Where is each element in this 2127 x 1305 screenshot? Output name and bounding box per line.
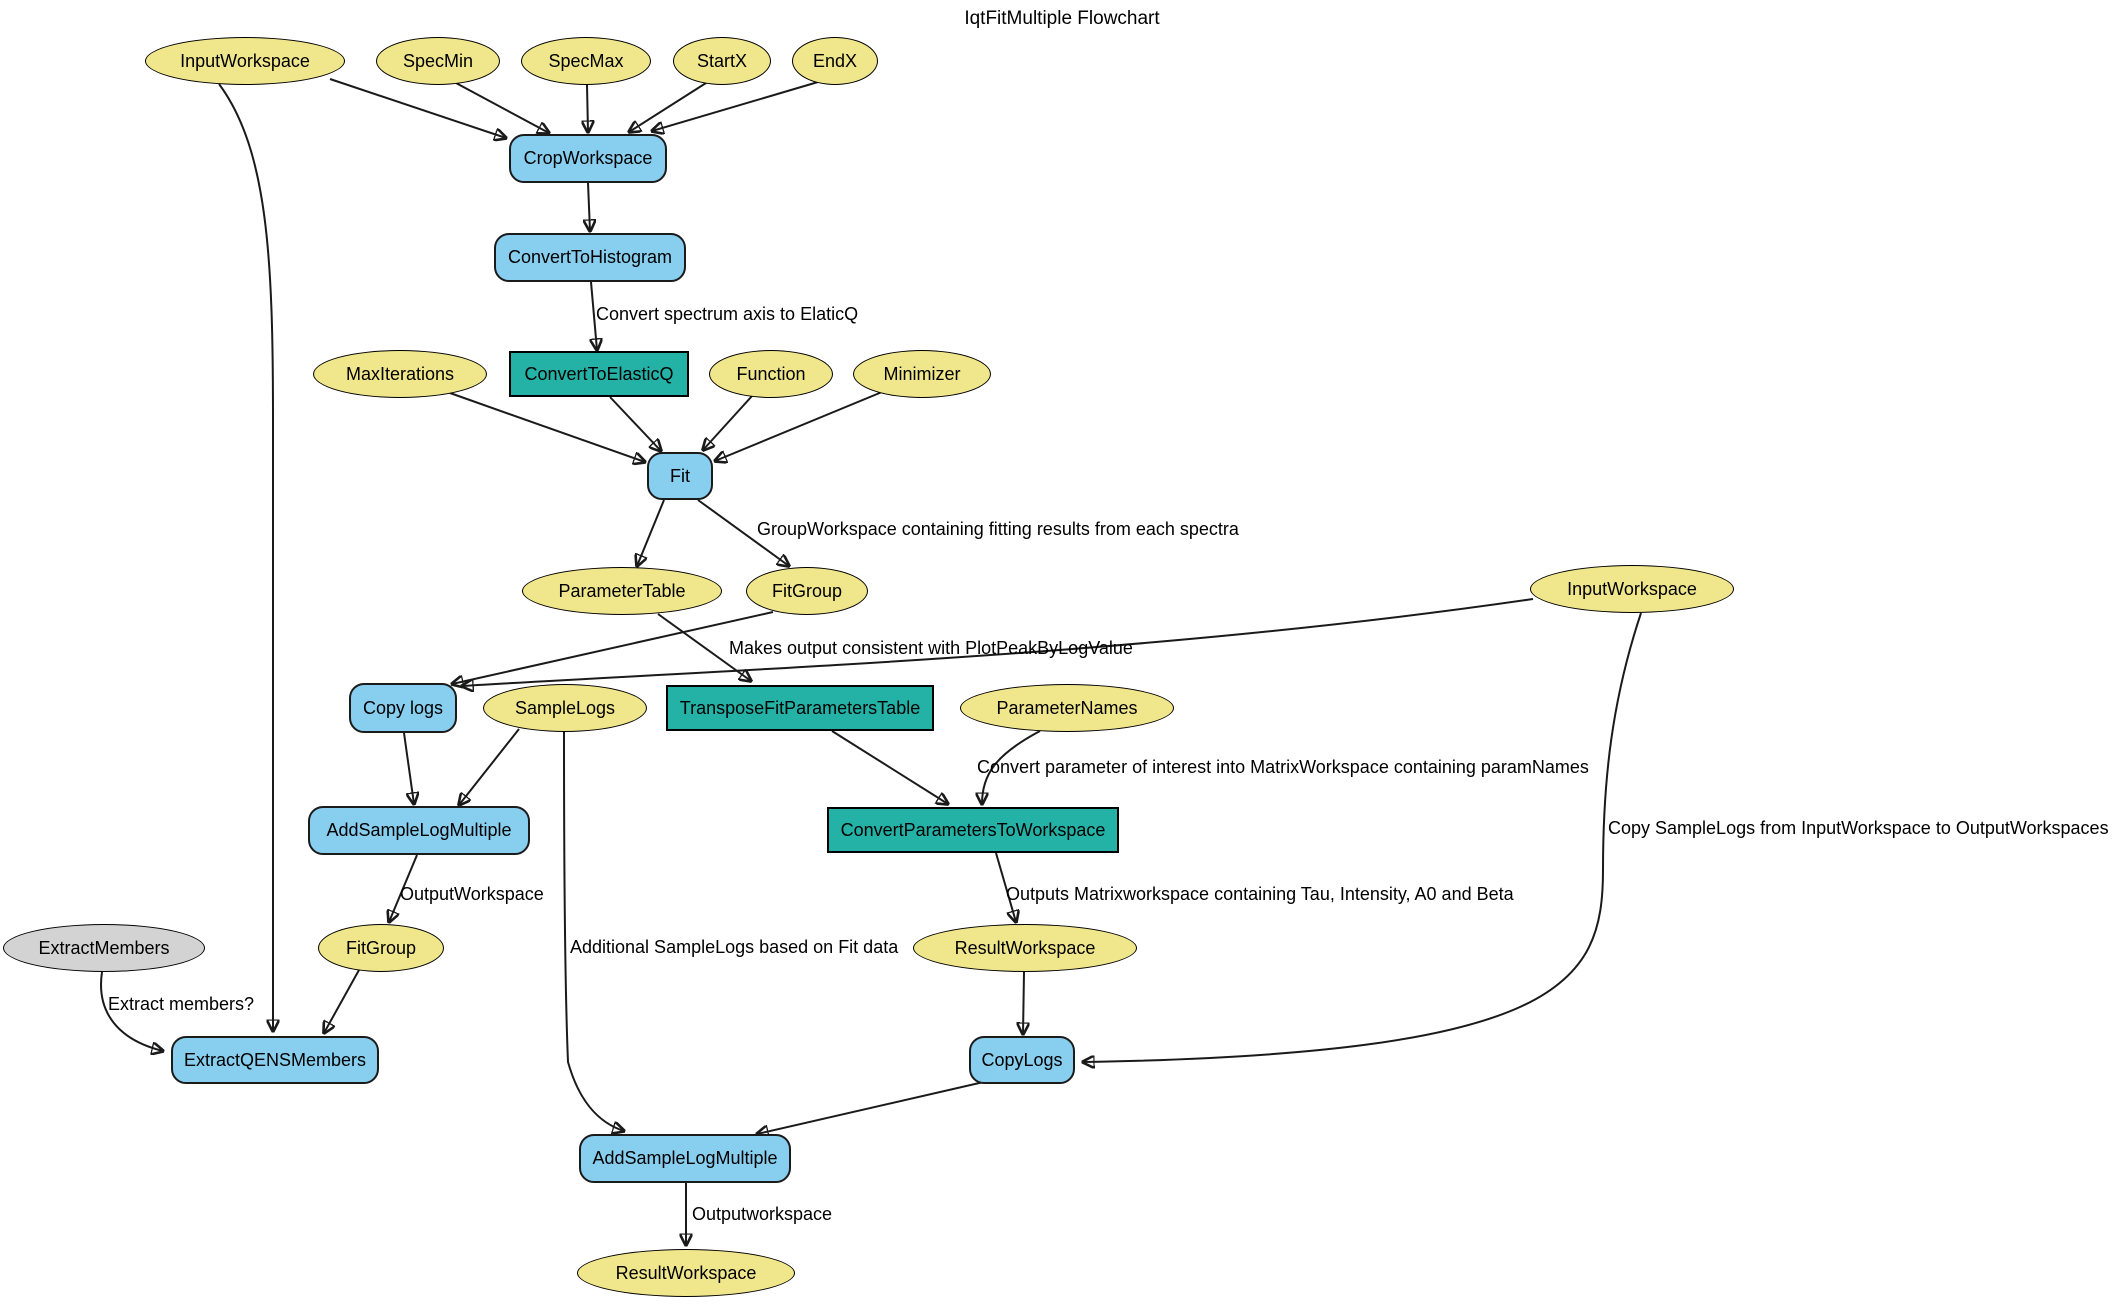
edge-label-extractmembers-to-extractqensmembers: Extract members? xyxy=(108,994,255,1014)
edge-inputworkspace-top-to-extractqensmembers xyxy=(218,83,273,1031)
edge-addsamplelogmultiple-1-to-fitgroup-2 xyxy=(389,854,418,922)
node-inputworkspace-top: InputWorkspace xyxy=(145,37,345,85)
edge-cropworkspace-to-converttohistogram xyxy=(588,182,590,231)
edge-specmax-to-cropworkspace xyxy=(587,84,588,132)
node-converttohistogram: ConvertToHistogram xyxy=(494,232,686,282)
edge-resultworkspace-1-to-copylogs-2 xyxy=(1023,971,1024,1034)
edge-inputworkspace-right-to-copylogs-2 xyxy=(1083,612,1642,1062)
edge-label-convertparameterstoworkspace-to-resultworkspace-1: Outputs Matrixworkspace containing Tau, … xyxy=(1006,884,1514,904)
edge-parameternames-to-convertparameterstoworkspace xyxy=(982,730,1041,804)
edge-copylogs-2-to-addsamplelogmultiple-2 xyxy=(757,1080,989,1134)
node-addsamplelogmultiple-1: AddSampleLogMultiple xyxy=(308,805,530,855)
node-resultworkspace-2: ResultWorkspace xyxy=(577,1249,795,1297)
edge-label-samplelogs-to-addsamplelogmultiple-2: Additional SampleLogs based on Fit data xyxy=(570,937,899,957)
edge-inputworkspace-right-to-copy-logs xyxy=(462,598,1534,686)
edge-label-converttohistogram-to-converttoelasticq: Convert spectrum axis to ElaticQ xyxy=(596,304,859,324)
node-fitgroup-1: FitGroup xyxy=(746,567,868,615)
edge-label-addsamplelogmultiple-1-to-fitgroup-2: OutputWorkspace xyxy=(400,884,544,904)
node-endx: EndX xyxy=(792,37,878,85)
node-extractmembers: ExtractMembers xyxy=(3,924,205,972)
edge-startx-to-cropworkspace xyxy=(629,82,707,132)
diagram-title: IqtFitMultiple Flowchart xyxy=(964,8,1160,29)
node-specmax: SpecMax xyxy=(521,37,651,85)
node-parametertable: ParameterTable xyxy=(522,567,722,615)
edge-fit-to-parametertable xyxy=(637,499,665,566)
edge-endx-to-cropworkspace xyxy=(652,81,819,131)
node-copylogs-2: CopyLogs xyxy=(969,1036,1075,1084)
node-converttoelasticq: ConvertToElasticQ xyxy=(509,351,689,397)
node-cropworkspace: CropWorkspace xyxy=(509,133,667,183)
edge-transposefitparameterstable-to-convertparameterstoworkspace xyxy=(831,730,948,804)
edge-fitgroup-1-to-copy-logs xyxy=(452,611,774,684)
node-function: Function xyxy=(709,350,833,398)
edge-label-transposefitparameterstable-to-convertparameterstoworkspace: Convert parameter of interest into Matri… xyxy=(977,757,1589,777)
edge-fitgroup-2-to-extractqensmembers xyxy=(324,969,360,1033)
node-minimizer: Minimizer xyxy=(853,350,991,398)
edge-convertparameterstoworkspace-to-resultworkspace-1 xyxy=(995,852,1016,922)
edge-label-inputworkspace-right-to-copylogs-2: Copy SampleLogs from InputWorkspace to O… xyxy=(1608,818,2109,838)
node-convertparameterstoworkspace: ConvertParametersToWorkspace xyxy=(827,807,1119,853)
edge-extractmembers-to-extractqensmembers xyxy=(100,971,163,1051)
node-maxiterations: MaxIterations xyxy=(313,350,487,398)
edge-samplelogs-to-addsamplelogmultiple-2 xyxy=(563,731,624,1131)
node-transposefitparameterstable: TransposeFitParametersTable xyxy=(666,685,934,731)
node-specmin: SpecMin xyxy=(376,37,500,85)
edge-samplelogs-to-addsamplelogmultiple-1 xyxy=(459,728,520,805)
node-startx: StartX xyxy=(673,37,771,85)
node-samplelogs: SampleLogs xyxy=(483,684,647,732)
edge-copy-logs-to-addsamplelogmultiple-1 xyxy=(403,732,414,804)
node-parameternames: ParameterNames xyxy=(960,684,1174,732)
edge-minimizer-to-fit xyxy=(715,391,883,461)
edge-label-parametertable-to-transposefitparameterstable: Makes output consistent with PlotPeakByL… xyxy=(729,638,1133,658)
edge-label-addsamplelogmultiple-2-to-resultworkspace-2: Outputworkspace xyxy=(692,1204,833,1224)
edge-converttohistogram-to-converttoelasticq xyxy=(591,281,597,350)
edge-inputworkspace-top-to-cropworkspace xyxy=(329,78,506,138)
node-fitgroup-2: FitGroup xyxy=(318,924,444,972)
node-fit: Fit xyxy=(647,452,713,500)
edge-specmin-to-cropworkspace xyxy=(455,82,549,133)
edge-function-to-fit xyxy=(703,395,753,450)
edge-maxiterations-to-fit xyxy=(449,392,645,462)
node-addsamplelogmultiple-2: AddSampleLogMultiple xyxy=(579,1133,791,1183)
edge-fit-to-fitgroup-1 xyxy=(697,499,789,566)
node-inputworkspace-right: InputWorkspace xyxy=(1530,565,1734,613)
node-resultworkspace-1: ResultWorkspace xyxy=(913,924,1137,972)
node-extractqensmembers: ExtractQENSMembers xyxy=(171,1036,379,1084)
edge-converttoelasticq-to-fit xyxy=(609,396,661,451)
node-copy-logs: Copy logs xyxy=(349,683,457,733)
edge-label-fit-to-fitgroup-1: GroupWorkspace containing fitting result… xyxy=(757,519,1239,539)
